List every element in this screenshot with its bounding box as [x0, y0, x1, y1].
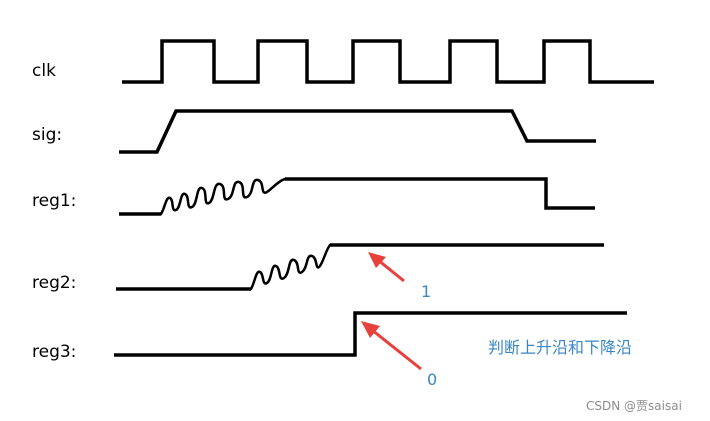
sig-waveform — [119, 109, 596, 154]
reg3-edge-value: 0 — [427, 370, 437, 389]
reg1-label: reg1: — [32, 191, 76, 211]
reg2-edge-value: 1 — [421, 282, 431, 301]
reg2-metastability-noise — [249, 243, 332, 291]
csdn-watermark: CSDN @贾saisai — [586, 399, 682, 413]
reg1-waveform — [119, 177, 595, 216]
clk-waveform — [122, 39, 654, 84]
reg1-metastability-noise — [159, 177, 287, 216]
reg2-label: reg2: — [32, 273, 76, 293]
reg3-edge-arrow — [361, 321, 422, 371]
clk-label: clk — [32, 61, 56, 81]
reg2-edge-arrow — [368, 252, 405, 283]
reg3-waveform — [114, 311, 627, 357]
sig-label: sig: — [32, 125, 62, 145]
reg2-waveform — [116, 243, 604, 291]
reg3-label: reg3: — [32, 342, 76, 362]
edge-detect-note: 判断上升沿和下降沿 — [488, 338, 632, 357]
